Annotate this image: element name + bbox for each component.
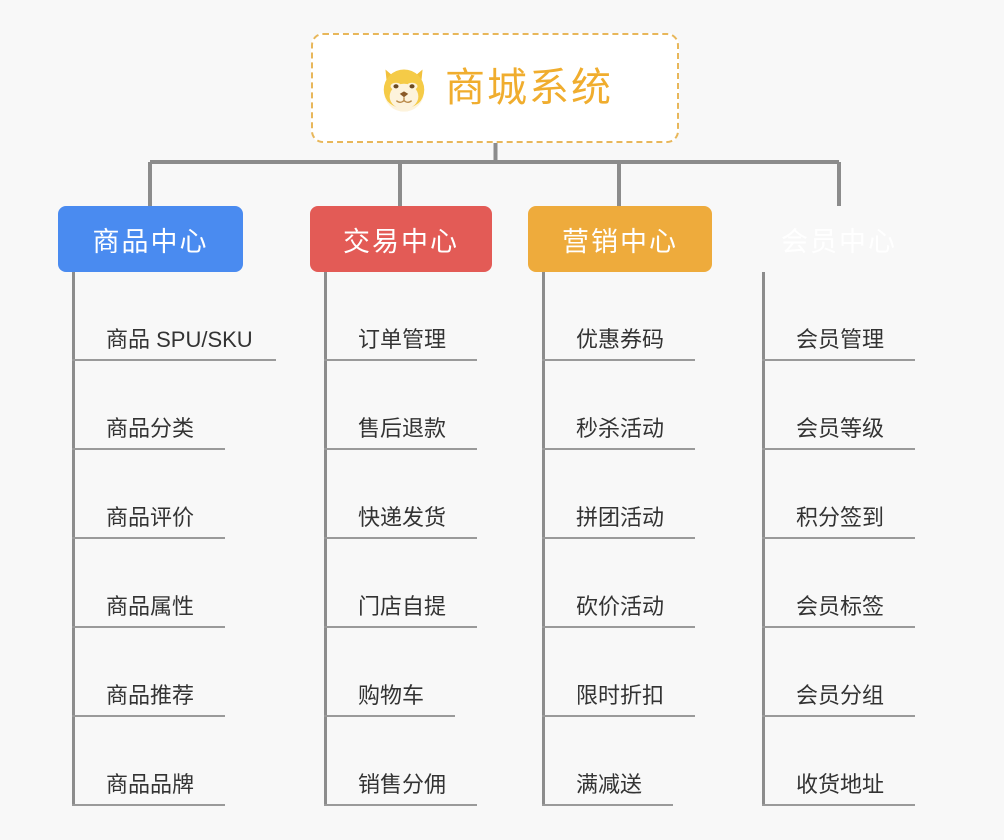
leaf-label: 销售分佣 [358,771,447,797]
shiba-dog-icon [383,69,425,112]
leaf-underline [762,715,915,717]
leaf-underline [324,359,477,361]
leaf-underline [542,626,695,628]
leaf-underline [72,626,225,628]
category-box-2[interactable]: 交易中心 [310,206,492,272]
leaf-label: 会员等级 [796,415,885,441]
leaf-label: 秒杀活动 [576,415,665,441]
leaf-underline [324,626,477,628]
column-spine-3 [542,272,545,806]
leaf-label: 会员分组 [796,682,885,708]
leaf-label: 优惠券码 [576,326,665,352]
column-spine-2 [324,272,327,806]
category-box-4[interactable]: 会员中心 [748,206,930,272]
leaf-underline [762,537,915,539]
leaf-label: 门店自提 [358,593,447,619]
column-spine-1 [72,272,75,806]
category-label-4: 会员中心 [781,226,897,257]
category-label-3: 营销中心 [562,226,678,257]
leaf-label: 砍价活动 [576,593,665,619]
category-box-1[interactable]: 商品中心 [58,206,243,272]
leaf-label: 满减送 [576,771,643,797]
root-node[interactable]: 商城系统 [311,33,679,143]
leaf-label: 限时折扣 [576,682,665,708]
leaf-underline [324,804,477,806]
leaf-label: 快递发货 [358,504,447,530]
leaf-underline [324,537,477,539]
leaf-label: 拼团活动 [576,504,665,530]
leaf-underline [762,448,915,450]
leaf-label: 会员管理 [796,326,885,352]
leaf-underline [542,359,695,361]
leaf-underline [324,448,477,450]
leaf-underline [72,537,225,539]
leaf-label: 订单管理 [358,326,447,352]
leaf-label: 商品品牌 [106,771,195,797]
leaf-label: 积分签到 [796,504,885,530]
leaf-label: 商品推荐 [106,682,195,708]
leaf-underline [542,537,695,539]
leaf-underline [542,448,695,450]
leaf-label: 商品评价 [106,504,195,530]
leaf-underline [72,448,225,450]
leaf-underline [762,804,915,806]
leaf-label: 购物车 [358,682,425,708]
leaf-underline [324,715,455,717]
leaf-underline [72,715,225,717]
column-spine-4 [762,272,765,806]
leaf-underline [542,715,695,717]
category-label-1: 商品中心 [92,226,209,257]
leaf-label: 售后退款 [358,415,447,441]
category-label-2: 交易中心 [343,226,459,257]
leaf-label: 商品 SPU/SKU [106,326,253,352]
leaf-underline [762,359,915,361]
root-title: 商城系统 [445,66,613,110]
leaf-underline [72,359,276,361]
leaf-label: 商品属性 [106,593,195,619]
leaf-label: 收货地址 [796,771,885,797]
leaf-underline [72,804,225,806]
leaf-underline [762,626,915,628]
category-box-3[interactable]: 营销中心 [528,206,712,272]
leaf-underline [542,804,673,806]
leaf-label: 会员标签 [796,593,885,619]
leaf-label: 商品分类 [106,415,195,441]
